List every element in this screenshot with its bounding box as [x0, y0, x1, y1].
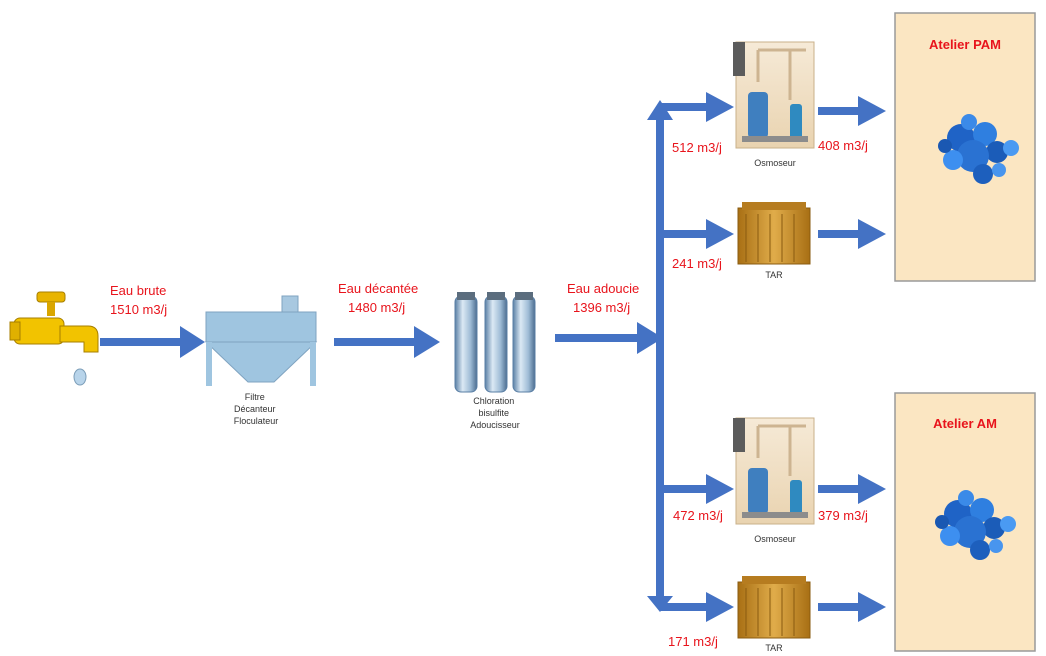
- distribution-trunk: [647, 100, 673, 612]
- tar-am-label: TAR: [765, 643, 783, 653]
- arrow-chloration-to-split: [555, 322, 663, 354]
- cooling-tower-pam-icon: [738, 202, 810, 264]
- arrow-tar-pam-out: [818, 219, 886, 249]
- arrow-osmoseur-pam-out: [818, 96, 886, 126]
- workshop-am: Atelier AM: [895, 393, 1035, 651]
- tar-am-in-value: 171 m3/j: [668, 634, 718, 649]
- faucet-icon: [10, 292, 98, 385]
- workshop-pam-title: Atelier PAM: [929, 37, 1001, 52]
- raw-water-value: 1510 m3/j: [110, 302, 167, 317]
- cooling-tower-am-icon: [738, 576, 810, 638]
- tar-pam-in-value: 241 m3/j: [672, 256, 722, 271]
- osmoseur-pam-icon: [733, 42, 814, 148]
- settled-water-value: 1480 m3/j: [348, 300, 405, 315]
- softened-water-value: 1396 m3/j: [573, 300, 630, 315]
- osmoseur-am-label: Osmoseur: [754, 534, 796, 544]
- chloration-label: Chloration bisulfite Adoucisseur: [470, 396, 520, 430]
- arrow-osmoseur-am-out: [818, 474, 886, 504]
- osmo-pam-out-value: 408 m3/j: [818, 138, 868, 153]
- osmo-pam-in-value: 512 m3/j: [672, 140, 722, 155]
- raw-water-name: Eau brute: [110, 283, 166, 298]
- osmoseur-am-icon: [733, 418, 814, 524]
- arrow-tar-am-out: [818, 592, 886, 622]
- filter-decanter-icon: [206, 296, 316, 386]
- osmo-am-in-value: 472 m3/j: [673, 508, 723, 523]
- arrow-to-tar-pam: [664, 219, 734, 249]
- arrow-raw-to-filter: [100, 326, 205, 358]
- settled-water-name: Eau décantée: [338, 281, 418, 296]
- tar-pam-label: TAR: [765, 270, 783, 280]
- workshop-am-title: Atelier AM: [933, 416, 997, 431]
- softened-water-name: Eau adoucie: [567, 281, 639, 296]
- workshop-pam: Atelier PAM: [895, 13, 1035, 281]
- osmoseur-pam-label: Osmoseur: [754, 158, 796, 168]
- arrow-to-osmoseur-am: [664, 474, 734, 504]
- arrow-filter-to-chloration: [334, 326, 440, 358]
- osmo-am-out-value: 379 m3/j: [818, 508, 868, 523]
- filter-label: Filtre Décanteur Floculateur: [234, 392, 279, 426]
- softener-tanks-icon: [455, 292, 535, 392]
